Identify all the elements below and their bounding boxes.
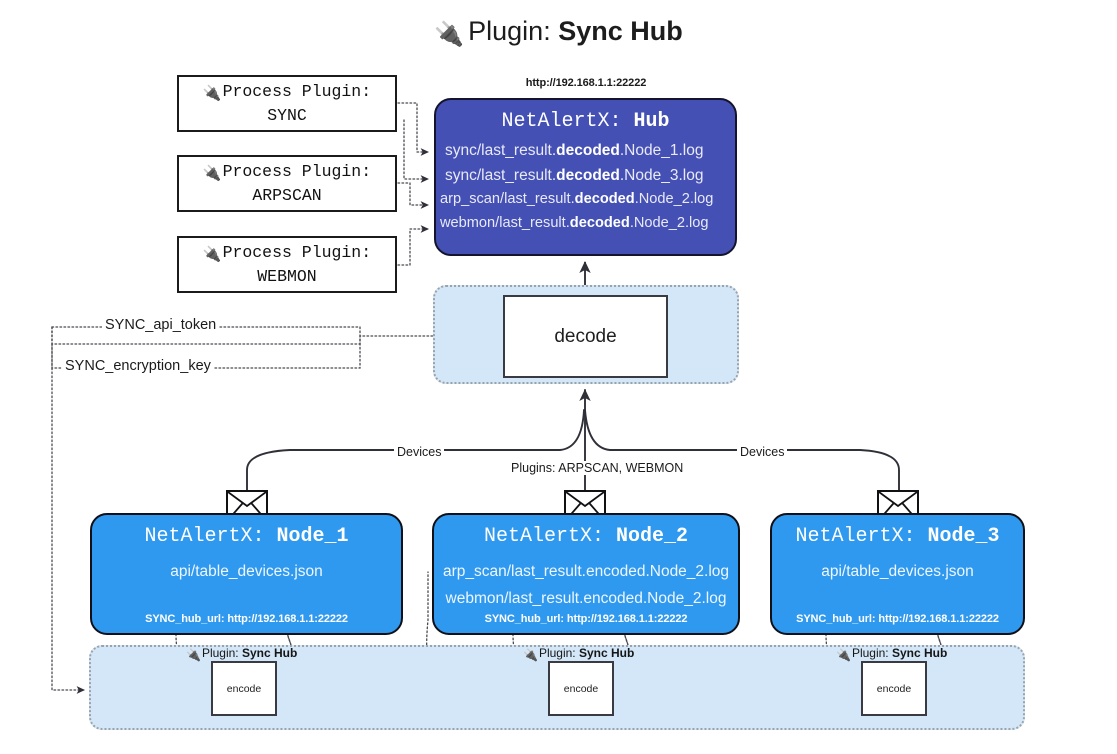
node-log-line: webmon/last_result.encoded.Node_2.log xyxy=(445,589,727,607)
link-sync-plugin-to-hub-2 xyxy=(403,119,429,183)
process-plugin-sync-box[interactable]: 🔌Process Plugin: SYNC xyxy=(177,75,397,132)
plug-icon: 🔌 xyxy=(202,86,222,104)
hub-title-prefix: NetAlertX: xyxy=(501,110,634,133)
hub-log-line: webmon/last_result.decoded.Node_2.log xyxy=(436,212,735,236)
process-plugin-arpscan-box[interactable]: 🔌Process Plugin: ARPSCAN xyxy=(177,155,397,212)
node-log-line: api/table_devices.json xyxy=(821,563,974,580)
hub-log-post: .Node_2.log xyxy=(634,191,714,208)
encode-box-1[interactable]: encode xyxy=(211,661,277,716)
sync-api-token-label: SYNC_api_token xyxy=(102,317,220,333)
plug-icon: 🔌 xyxy=(836,648,851,662)
node-lines: api/table_devices.json xyxy=(92,559,401,586)
hub-log-line: sync/last_result.decoded.Node_1.log xyxy=(436,138,735,163)
process-plugin-webmon-box[interactable]: 🔌Process Plugin: WEBMON xyxy=(177,236,397,293)
sync-encryption-key-label: SYNC_encryption_key xyxy=(62,358,214,374)
process-plugin-webmon-line2: WEBMON xyxy=(257,266,317,286)
hub-log-pre: sync/last_result. xyxy=(445,142,557,159)
hub-url-label: http://192.168.1.1:22222 xyxy=(525,77,647,89)
encode-label-name: Sync Hub xyxy=(241,646,298,660)
node-box-node-3[interactable]: NetAlertX: Node_3 api/table_devices.json… xyxy=(770,513,1025,635)
encode-plugin-label-2: 🔌Plugin: Sync Hub xyxy=(523,646,634,662)
process-plugin-arpscan-line1: Process Plugin: xyxy=(222,162,372,182)
node-hub-url-footer: SYNC_hub_url: http://192.168.1.1:22222 xyxy=(796,613,999,625)
encode-label-prefix: Plugin: xyxy=(851,646,892,660)
link-arpscan-plugin-to-hub xyxy=(397,182,429,209)
node-box-node-1[interactable]: NetAlertX: Node_1 api/table_devices.json… xyxy=(90,513,403,635)
node-box-node-2[interactable]: NetAlertX: Node_2 arp_scan/last_result.e… xyxy=(432,513,740,635)
link-webmon-plugin-to-hub xyxy=(397,225,429,266)
encode-label-name: Sync Hub xyxy=(578,646,635,660)
node-title: NetAlertX: Node_2 xyxy=(434,525,738,548)
edge-label-devices-right: Devices xyxy=(737,445,788,459)
node-title-prefix: NetAlertX: xyxy=(144,525,277,548)
hub-log-bold: decoded xyxy=(556,142,620,159)
link-sync-plugin-to-hub xyxy=(397,102,429,156)
node-title: NetAlertX: Node_3 xyxy=(772,525,1023,548)
node-title: NetAlertX: Node_1 xyxy=(92,525,401,548)
node-hub-url-footer: SYNC_hub_url: http://192.168.1.1:22222 xyxy=(484,613,688,625)
process-plugin-arpscan-line2: ARPSCAN xyxy=(252,185,322,205)
page-title: 🔌Plugin: Sync Hub xyxy=(0,16,1117,49)
hub-log-bold: decoded xyxy=(574,191,635,208)
hub-log-post: .Node_1.log xyxy=(619,142,704,159)
node-title-name: Node_2 xyxy=(616,525,689,548)
node-title-name: Node_3 xyxy=(927,525,1000,548)
process-plugin-sync-line2: SYNC xyxy=(267,105,307,125)
page-title-name: Sync Hub xyxy=(558,16,683,46)
hub-log-pre: arp_scan/last_result. xyxy=(440,191,575,208)
link-tokens-to-encode-band xyxy=(51,343,85,694)
plug-icon: 🔌 xyxy=(523,648,538,662)
encode-label-prefix: Plugin: xyxy=(538,646,579,660)
node-hub-url-footer: SYNC_hub_url: http://192.168.1.1:22222 xyxy=(145,613,348,625)
edge-label-plugins-center: Plugins: ARPSCAN, WEBMON xyxy=(508,461,687,475)
edge-label-devices-left: Devices xyxy=(394,445,445,459)
hub-log-post: .Node_2.log xyxy=(629,214,709,231)
encode-label-name: Sync Hub xyxy=(891,646,948,660)
hub-title-name: Hub xyxy=(633,110,670,133)
plug-icon: 🔌 xyxy=(202,247,222,265)
node-log-line: arp_scan/last_result.encoded.Node_2.log xyxy=(442,563,730,580)
hub-log-line: sync/last_result.decoded.Node_3.log xyxy=(436,163,735,188)
hub-log-line: arp_scan/last_result.decoded.Node_2.log xyxy=(436,188,735,212)
process-plugin-sync-line1: Process Plugin: xyxy=(222,82,372,102)
hub-box[interactable]: NetAlertX: Hub sync/last_result.decoded.… xyxy=(434,98,737,256)
hub-log-bold: decoded xyxy=(556,167,620,185)
encode-label-prefix: Plugin: xyxy=(201,646,242,660)
hub-log-post: .Node_3.log xyxy=(619,167,704,185)
hub-log-bold: decoded xyxy=(569,214,630,231)
page-title-prefix: Plugin: xyxy=(468,16,559,46)
decode-box[interactable]: decode xyxy=(503,295,668,378)
hub-log-pre: webmon/last_result. xyxy=(440,214,570,231)
encode-plugin-label-1: 🔌Plugin: Sync Hub xyxy=(186,646,297,662)
process-plugin-webmon-line1: Process Plugin: xyxy=(222,243,372,263)
hub-title: NetAlertX: Hub xyxy=(436,110,735,133)
encode-plugin-label-3: 🔌Plugin: Sync Hub xyxy=(836,646,947,662)
encode-box-3[interactable]: encode xyxy=(861,661,927,716)
plug-icon: 🔌 xyxy=(434,21,465,48)
plug-icon: 🔌 xyxy=(202,166,222,184)
node-lines: api/table_devices.json xyxy=(772,559,1023,586)
node-lines: arp_scan/last_result.encoded.Node_2.log … xyxy=(434,559,738,612)
plug-icon: 🔌 xyxy=(186,648,201,662)
encode-box-2[interactable]: encode xyxy=(548,661,614,716)
node-title-prefix: NetAlertX: xyxy=(483,525,616,548)
node-log-line: api/table_devices.json xyxy=(170,563,323,580)
node-title-prefix: NetAlertX: xyxy=(795,525,928,548)
hub-log-pre: sync/last_result. xyxy=(445,167,557,185)
node-title-name: Node_1 xyxy=(276,525,349,548)
